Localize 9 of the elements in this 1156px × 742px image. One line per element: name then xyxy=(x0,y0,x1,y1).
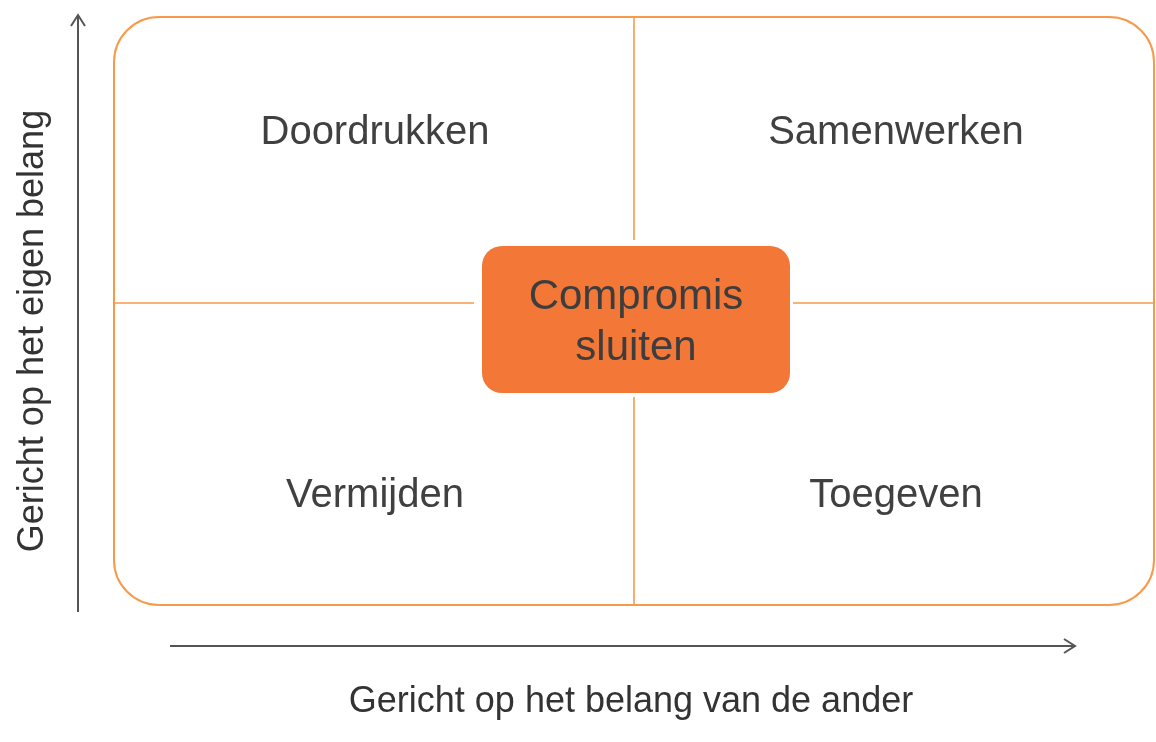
quadrant-label: Samenwerken xyxy=(768,107,1024,153)
quadrant-label: Vermijden xyxy=(286,470,464,516)
quadrant-label: Doordrukken xyxy=(260,107,490,153)
axis-title: Gericht op het belang van de ander xyxy=(348,680,914,720)
center-box xyxy=(482,246,790,393)
matrix-frame xyxy=(113,16,1155,606)
axis-title: Gericht op het eigen belang xyxy=(11,109,51,553)
center-label: Compromis sluiten xyxy=(527,269,745,371)
quadrant-label: Toegeven xyxy=(809,470,983,516)
